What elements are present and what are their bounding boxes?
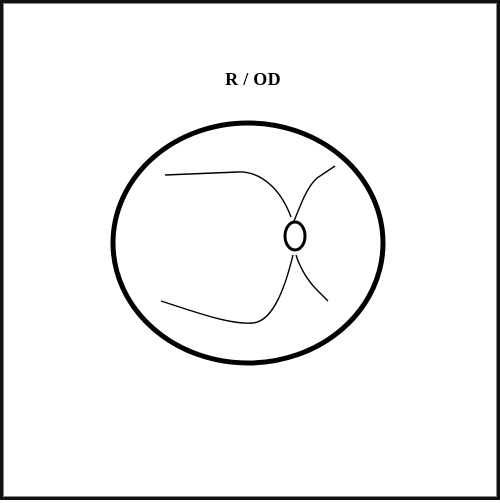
eye-label: R / OD [225,69,281,89]
fundus-outline [110,120,386,366]
fundus-diagram [110,120,386,366]
vessel-superior-nasal [293,165,336,222]
optic-disc [283,220,307,252]
vessel-superior-temporal [164,171,292,218]
vessel-inferior-nasal [295,254,329,302]
vessel-inferior-temporal [160,254,294,324]
